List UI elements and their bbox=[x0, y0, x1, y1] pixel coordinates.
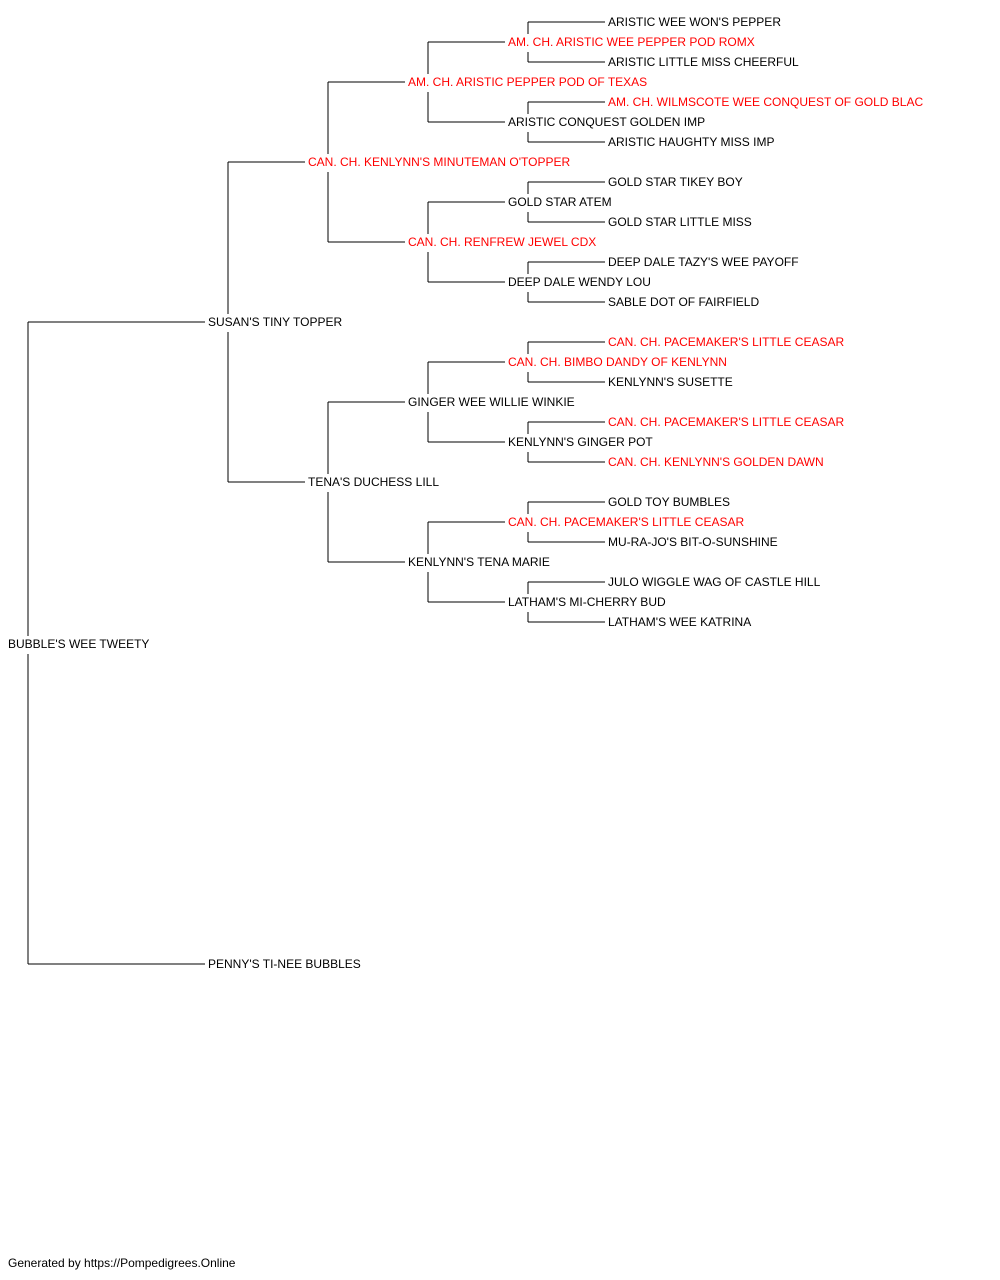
dog-name-gen-4: KENLYNN'S GINGER POT bbox=[508, 435, 653, 449]
champion-dog-name-gen-3: AM. CH. ARISTIC PEPPER POD OF TEXAS bbox=[408, 75, 647, 89]
dog-name-gen-2: TENA'S DUCHESS LILL bbox=[308, 475, 439, 489]
dog-name-gen-5: GOLD STAR TIKEY BOY bbox=[608, 175, 743, 189]
dog-name-gen-1: PENNY'S TI-NEE BUBBLES bbox=[208, 957, 361, 971]
dog-name-gen-5: LATHAM'S WEE KATRINA bbox=[608, 615, 751, 629]
dog-name-gen-5: JULO WIGGLE WAG OF CASTLE HILL bbox=[608, 575, 821, 589]
dog-name-gen-4: DEEP DALE WENDY LOU bbox=[508, 275, 651, 289]
champion-dog-name-gen-5: AM. CH. WILMSCOTE WEE CONQUEST OF GOLD B… bbox=[608, 95, 923, 109]
champion-dog-name-gen-4: CAN. CH. PACEMAKER'S LITTLE CEASAR bbox=[508, 515, 744, 529]
dog-name-gen-5: SABLE DOT OF FAIRFIELD bbox=[608, 295, 759, 309]
pedigree-tree: BUBBLE'S WEE TWEETY SUSAN'S TINY TOPPER CA… bbox=[8, 15, 923, 971]
champion-dog-name-gen-5: CAN. CH. PACEMAKER'S LITTLE CEASAR bbox=[608, 335, 844, 349]
dog-name-gen-5: GOLD TOY BUMBLES bbox=[608, 495, 730, 509]
dog-name-gen-3: GINGER WEE WILLIE WINKIE bbox=[408, 395, 575, 409]
dog-name-gen-0: BUBBLE'S WEE TWEETY bbox=[8, 637, 149, 651]
dog-name-gen-5: MU-RA-JO'S BIT-O-SUNSHINE bbox=[608, 535, 778, 549]
dog-name-gen-5: ARISTIC LITTLE MISS CHEERFUL bbox=[608, 55, 799, 69]
dog-name-gen-5: KENLYNN'S SUSETTE bbox=[608, 375, 733, 389]
dog-name-gen-4: ARISTIC CONQUEST GOLDEN IMP bbox=[508, 115, 705, 129]
champion-dog-name-gen-4: AM. CH. ARISTIC WEE PEPPER POD ROMX bbox=[508, 35, 755, 49]
champion-dog-name-gen-2: CAN. CH. KENLYNN'S MINUTEMAN O'TOPPER bbox=[308, 155, 571, 169]
dog-name-gen-3: KENLYNN'S TENA MARIE bbox=[408, 555, 550, 569]
dog-name-gen-4: GOLD STAR ATEM bbox=[508, 195, 612, 209]
dog-name-gen-5: DEEP DALE TAZY'S WEE PAYOFF bbox=[608, 255, 799, 269]
dog-name-gen-5: GOLD STAR LITTLE MISS bbox=[608, 215, 752, 229]
dog-name-gen-1: SUSAN'S TINY TOPPER bbox=[208, 315, 342, 329]
champion-dog-name-gen-5: CAN. CH. KENLYNN'S GOLDEN DAWN bbox=[608, 455, 824, 469]
champion-dog-name-gen-4: CAN. CH. BIMBO DANDY OF KENLYNN bbox=[508, 355, 727, 369]
champion-dog-name-gen-3: CAN. CH. RENFREW JEWEL CDX bbox=[408, 235, 596, 249]
dog-name-gen-5: ARISTIC WEE WON'S PEPPER bbox=[608, 15, 781, 29]
champion-dog-name-gen-5: CAN. CH. PACEMAKER'S LITTLE CEASAR bbox=[608, 415, 844, 429]
dog-name-gen-5: ARISTIC HAUGHTY MISS IMP bbox=[608, 135, 774, 149]
dog-name-gen-4: LATHAM'S MI-CHERRY BUD bbox=[508, 595, 666, 609]
generated-by-footer: Generated by https://Pompedigrees.Online bbox=[8, 1256, 236, 1270]
